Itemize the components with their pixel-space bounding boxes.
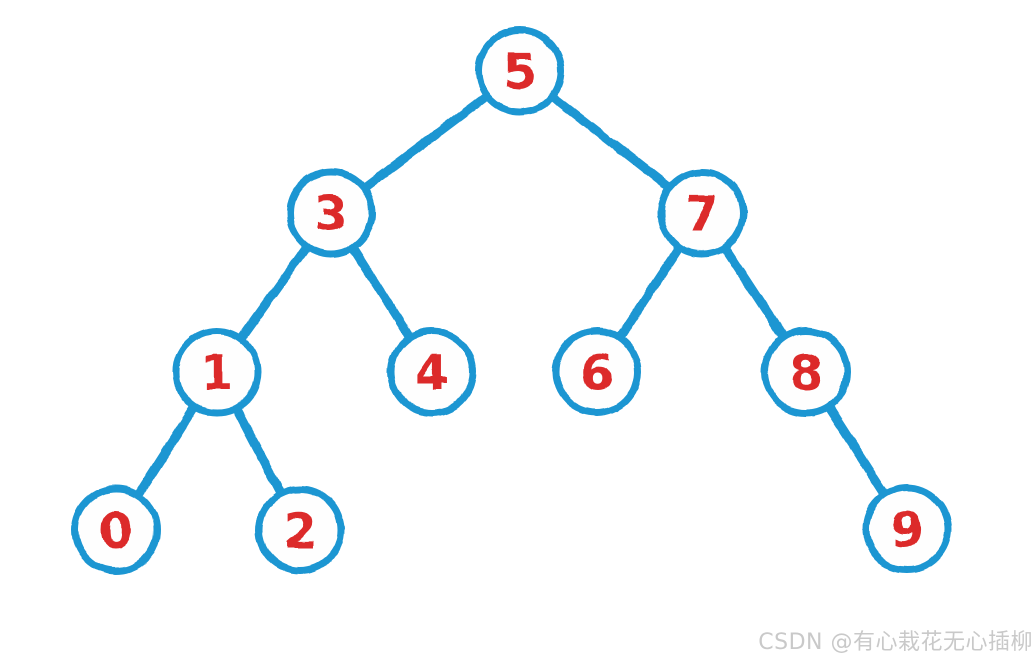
tree-node-circle bbox=[657, 168, 747, 258]
tree-node-7: 7 bbox=[657, 168, 747, 258]
tree-node-circle bbox=[475, 26, 565, 116]
tree-node-circle bbox=[172, 327, 262, 417]
tree-node-0: 0 bbox=[71, 485, 161, 575]
tree-node-circle bbox=[761, 327, 851, 417]
watermark: CSDN @有心栽花无心插柳 bbox=[758, 630, 1033, 655]
tree-node-label: 8 bbox=[789, 345, 822, 401]
tree-node-label: 3 bbox=[314, 186, 347, 242]
tree-node-label: 7 bbox=[685, 186, 718, 242]
tree-node-circle bbox=[862, 484, 952, 574]
node-layer: 5 3 7 1 4 6 8 0 2 9 bbox=[71, 26, 952, 575]
tree-node-1: 1 bbox=[172, 327, 262, 417]
tree-node-label: 6 bbox=[580, 345, 613, 401]
tree-node-label: 5 bbox=[503, 44, 536, 100]
tree-node-circle bbox=[552, 327, 642, 417]
tree-node-8: 8 bbox=[761, 327, 851, 417]
tree-node-2: 2 bbox=[255, 485, 345, 575]
tree-node-label: 2 bbox=[283, 503, 316, 559]
tree-node-label: 0 bbox=[99, 503, 132, 559]
tree-node-circle bbox=[387, 327, 477, 417]
tree-node-circle bbox=[71, 485, 161, 575]
tree-node-3: 3 bbox=[286, 168, 376, 258]
tree-node-6: 6 bbox=[552, 327, 642, 417]
edge-layer bbox=[111, 66, 912, 535]
tree-node-9: 9 bbox=[862, 484, 952, 574]
tree-node-5: 5 bbox=[475, 26, 565, 116]
tree-node-label: 9 bbox=[890, 502, 923, 558]
tree-node-4: 4 bbox=[387, 327, 477, 417]
tree-node-circle bbox=[255, 485, 345, 575]
tree-root-group: 5 3 7 1 4 6 8 0 2 9 bbox=[71, 26, 952, 575]
tree-node-label: 4 bbox=[415, 345, 448, 401]
tree-node-circle bbox=[286, 168, 376, 258]
tree-node-label: 1 bbox=[200, 345, 233, 401]
